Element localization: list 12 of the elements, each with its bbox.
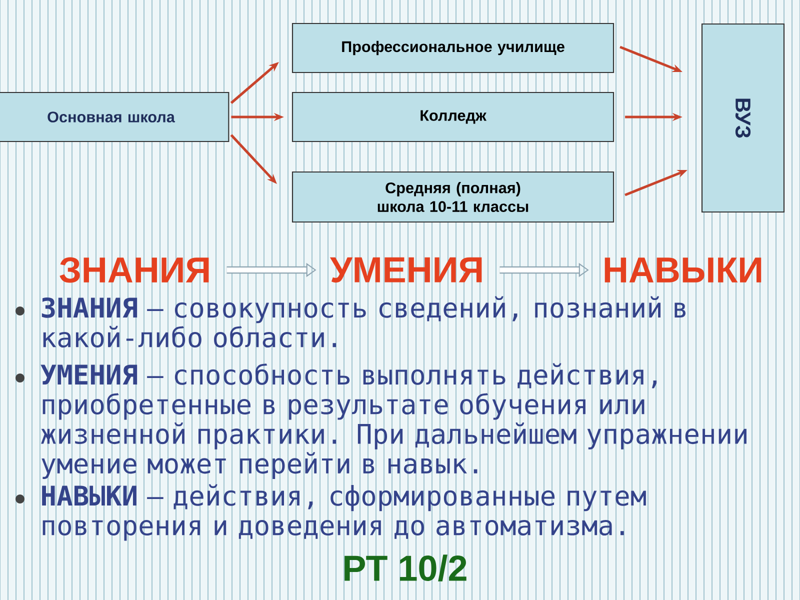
keyword-text: ЗНАНИЯ (60, 257, 209, 283)
keyword-text: УМЕНИЯ (330, 257, 482, 283)
university-box: ВУЗ (701, 23, 785, 213)
school-box: Основная школа (0, 92, 230, 142)
definition-text: УМЕНИЯ – способность выполнять действия, приобретенные в результате обучения или жизненной практики. При дальнейшем упражнении умение может перейти в навык. (40, 363, 746, 479)
school-box: Профессиональное училище (292, 22, 614, 74)
school-box: Колледж (292, 92, 614, 142)
definition-text: НАВЫКИ – действия, сформированные путем повторения и доведения до автоматизма. (42, 484, 646, 541)
definition-text: ЗНАНИЯ – совокупность сведений, познаний в какой-либо области. (42, 296, 686, 348)
page-code-text: РТ 10/2 (344, 554, 466, 582)
school-box: Средняя (полная) школа 10-11 классы (292, 171, 614, 223)
keyword-text: НАВЫКИ (604, 258, 762, 282)
